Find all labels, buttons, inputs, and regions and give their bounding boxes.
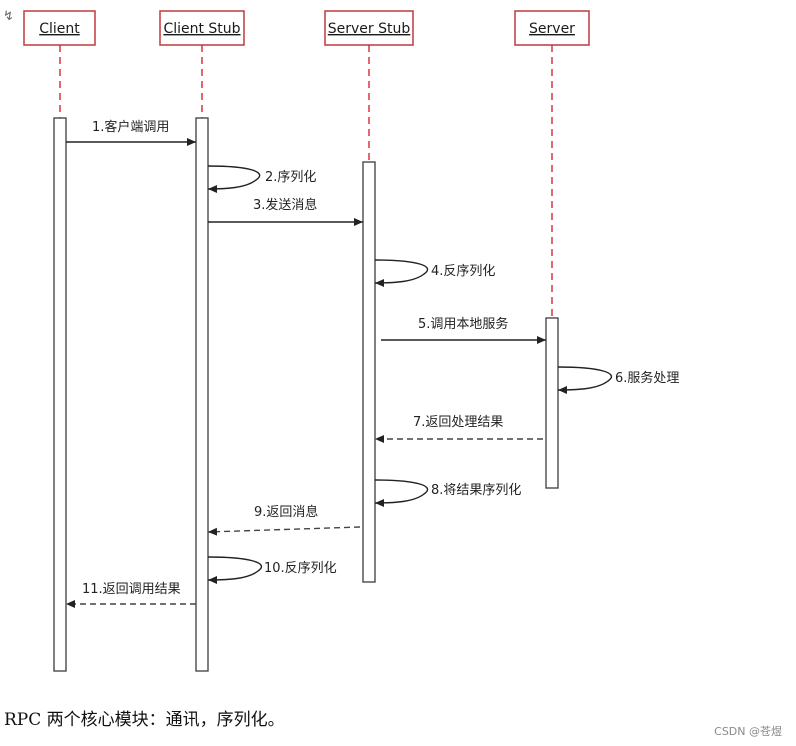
message-label: 9.返回消息 <box>254 504 318 520</box>
self-message-arrow <box>557 366 613 394</box>
participant-client: Client <box>23 10 96 46</box>
caption-text: RPC 两个核心模块：通讯，序列化。 <box>4 710 285 730</box>
message-label: 7.返回处理结果 <box>413 415 503 430</box>
message-label: 3.发送消息 <box>253 197 317 213</box>
participant-label: Server Stub <box>328 21 411 37</box>
message-label: 2.序列化 <box>265 170 316 185</box>
message-label: 11.返回调用结果 <box>82 582 181 597</box>
participant-server: Server <box>514 10 590 46</box>
rpc-sequence-diagram: ↯ Client Client Stub Server Stub Server … <box>3 9 679 672</box>
message-label: 8.将结果序列化 <box>431 483 521 498</box>
message-label: 6.服务处理 <box>615 370 679 386</box>
activation-server-stub <box>362 161 376 583</box>
self-message-arrow <box>207 556 263 584</box>
message-label: 1.客户端调用 <box>92 119 169 135</box>
message-label: 4.反序列化 <box>431 264 495 279</box>
participant-label: Client <box>39 21 80 37</box>
participant-label: Client Stub <box>163 21 240 37</box>
activation-server <box>545 317 559 489</box>
self-message-arrow <box>207 165 261 193</box>
activation-client-stub <box>195 117 209 672</box>
activation-client <box>53 117 67 672</box>
participant-server-stub: Server Stub <box>324 10 414 46</box>
watermark: CSDN @苍煜 <box>714 725 782 738</box>
message-label: 10.反序列化 <box>264 561 337 576</box>
participant-client-stub: Client Stub <box>159 10 245 46</box>
self-message-arrow <box>374 259 429 287</box>
return-message-arrow <box>207 526 361 536</box>
corner-mark: ↯ <box>3 9 14 24</box>
message-label: 5.调用本地服务 <box>418 316 508 332</box>
participant-label: Server <box>529 21 575 37</box>
self-message-arrow <box>374 479 429 507</box>
